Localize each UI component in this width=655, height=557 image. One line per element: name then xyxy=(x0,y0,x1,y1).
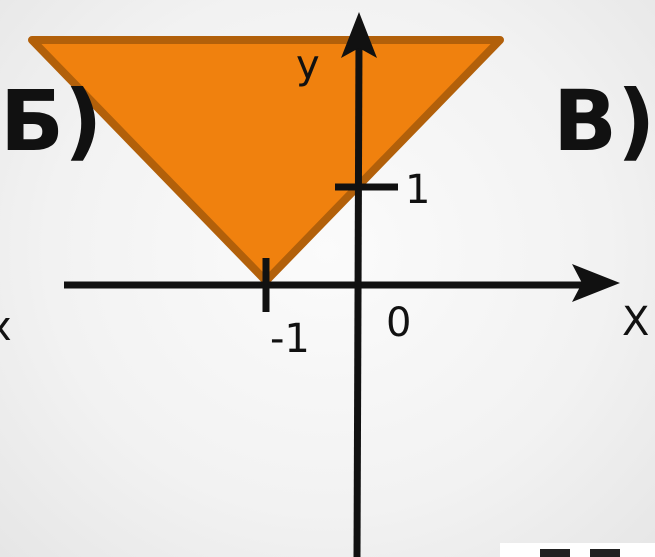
tick-label-origin: 0 xyxy=(386,300,411,346)
tick-label-y-one: 1 xyxy=(405,167,430,213)
x-axis-label-right: X xyxy=(622,299,649,345)
corner-mark-right xyxy=(590,549,620,557)
tick-label-x-minus-one: -1 xyxy=(270,316,310,362)
corner-panel xyxy=(500,543,655,557)
y-axis-arrow xyxy=(341,12,377,58)
y-axis-label: y xyxy=(296,42,320,88)
shaded-region xyxy=(28,36,504,285)
x-axis-label-left: x xyxy=(0,304,12,350)
left-answer-label: Б) xyxy=(0,72,102,170)
corner-mark-left xyxy=(540,549,570,557)
y-axis-line xyxy=(353,39,363,557)
x-axis-arrow xyxy=(572,264,620,302)
right-answer-label: В) xyxy=(553,72,655,170)
